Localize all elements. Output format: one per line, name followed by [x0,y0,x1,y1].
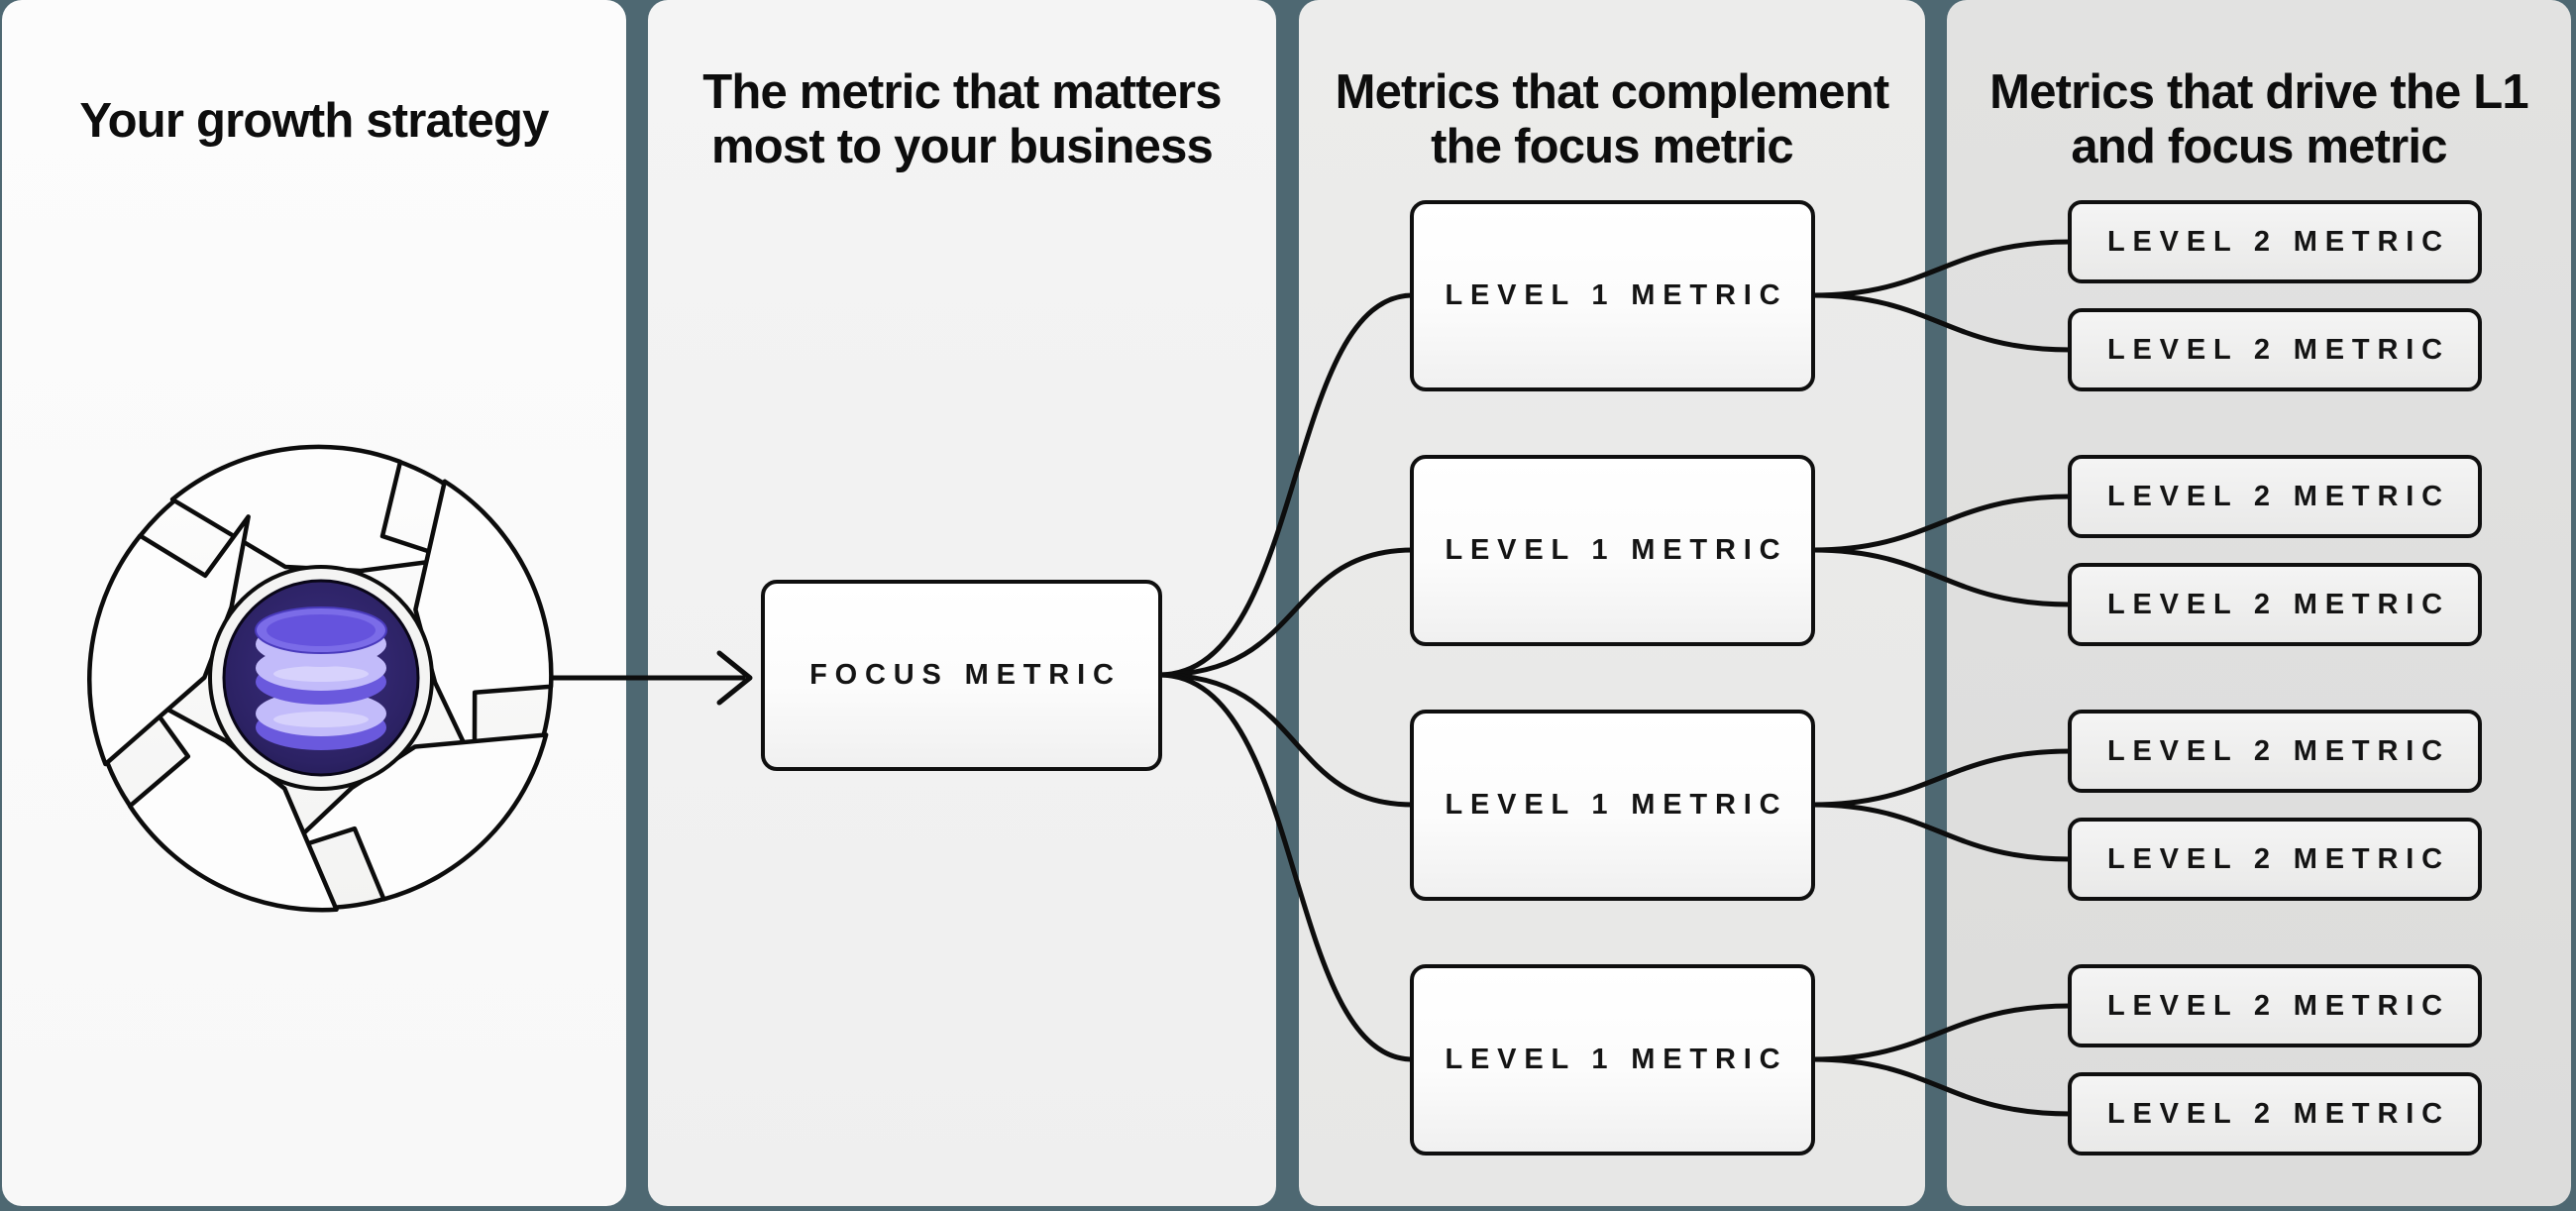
level2-metric-node: LEVEL 2 METRIC [2068,455,2482,538]
level2-metric-node: LEVEL 2 METRIC [2068,818,2482,901]
panel-title: Metrics that complement the focus metric [1299,65,1925,174]
panel-title: Your growth strategy [2,94,626,149]
panel-title-line: the focus metric [1431,120,1793,173]
panel-growth-strategy: Your growth strategy [2,0,626,1206]
panel-title: Metrics that drive the L1 and focus metr… [1947,65,2571,174]
level2-metric-node: LEVEL 2 METRIC [2068,710,2482,793]
panel-title-line: Your growth strategy [79,94,549,148]
level2-metric-node: LEVEL 2 METRIC [2068,308,2482,391]
level2-metric-node: LEVEL 2 METRIC [2068,563,2482,646]
panel-title-line: The metric that matters [702,65,1222,119]
panel-title-line: most to your business [711,120,1214,173]
level1-metric-node: LEVEL 1 METRIC [1410,964,1815,1156]
level2-metric-node: LEVEL 2 METRIC [2068,964,2482,1047]
level1-metric-node: LEVEL 1 METRIC [1410,710,1815,901]
level2-metric-node: LEVEL 2 METRIC [2068,200,2482,283]
focus-metric-node: FOCUS METRIC [761,580,1162,771]
level2-metric-node: LEVEL 2 METRIC [2068,1072,2482,1156]
level1-metric-node: LEVEL 1 METRIC [1410,455,1815,646]
panel-title-line: Metrics that drive the L1 [1989,65,2528,119]
level1-metric-node: LEVEL 1 METRIC [1410,200,1815,391]
panel-title-line: Metrics that complement [1335,65,1890,119]
panel-title: The metric that matters most to your bus… [648,65,1276,174]
panel-title-line: and focus metric [2071,120,2447,173]
